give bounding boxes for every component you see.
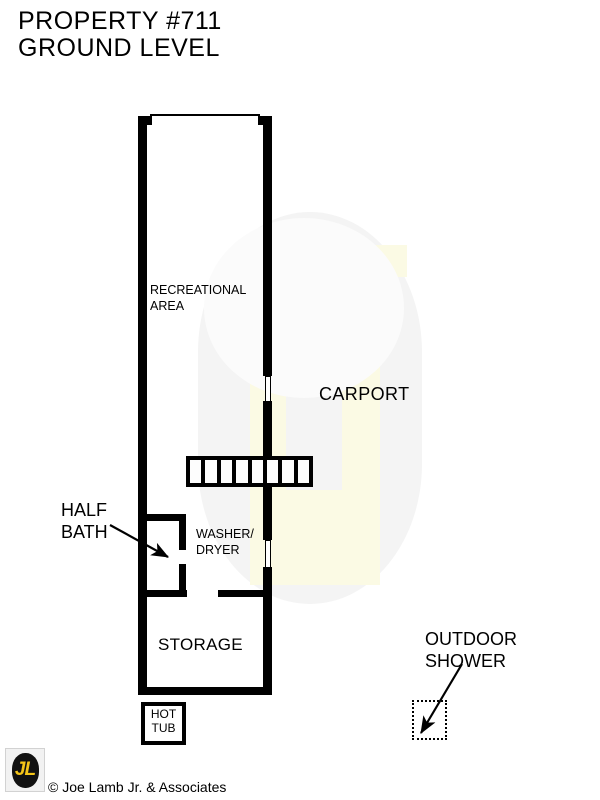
- outdoor-shower-pad: [412, 700, 447, 740]
- stair-tread: [220, 460, 237, 483]
- room-label-carport: CARPORT: [319, 384, 410, 404]
- stair-tread: [266, 460, 283, 483]
- copyright-notice: © Joe Lamb Jr. & Associates: [48, 779, 227, 795]
- title-line-property: PROPERTY #711: [18, 7, 222, 35]
- callout-label-half-bath: HALF BATH: [61, 500, 108, 542]
- stair-tread: [282, 460, 298, 483]
- logo-monogram: JL: [14, 759, 36, 780]
- stair-tread: [190, 460, 206, 483]
- exterior-wall-left: [138, 116, 147, 695]
- company-logo: JL: [5, 748, 45, 792]
- half-bath-wall-right-lower: [179, 564, 186, 594]
- staircase: [186, 456, 313, 487]
- interior-wall-storage-top-right: [218, 590, 270, 597]
- title-line-level: GROUND LEVEL: [18, 34, 220, 62]
- door-opening-recreational: [265, 376, 271, 402]
- door-opening-washer-dryer: [265, 540, 271, 568]
- exterior-wall-right-mid: [263, 483, 272, 540]
- callout-label-outdoor-shower: OUTDOOR SHOWER: [425, 629, 517, 671]
- watermark-highlight: [204, 218, 404, 398]
- stair-tread: [236, 460, 252, 483]
- interior-wall-right-upper-b: [263, 401, 272, 461]
- interior-wall-storage-top-left: [140, 590, 187, 597]
- exterior-wall-bottom: [138, 687, 272, 695]
- hot-tub-label: HOT TUB: [150, 707, 177, 736]
- stair-tread: [251, 460, 267, 483]
- hot-tub-fixture: HOT TUB: [141, 702, 186, 745]
- logo-oval-shape: [12, 753, 39, 788]
- page-title: PROPERTY #711 GROUND LEVEL: [18, 8, 222, 62]
- room-label-storage: STORAGE: [158, 635, 243, 654]
- watermark-letter-j-hook: [271, 490, 349, 545]
- room-label-washer-dryer: WASHER/ DRYER: [196, 527, 254, 557]
- room-label-recreational-area: RECREATIONAL AREA: [150, 283, 247, 313]
- interior-wall-right-upper: [263, 116, 272, 376]
- half-bath-wall-right-upper: [179, 514, 186, 550]
- stair-tread: [205, 460, 221, 483]
- half-bath-wall-top: [140, 514, 186, 521]
- stair-tread: [297, 460, 309, 483]
- exterior-wall-right-lower: [263, 567, 272, 695]
- garage-door-header-line: [150, 114, 260, 116]
